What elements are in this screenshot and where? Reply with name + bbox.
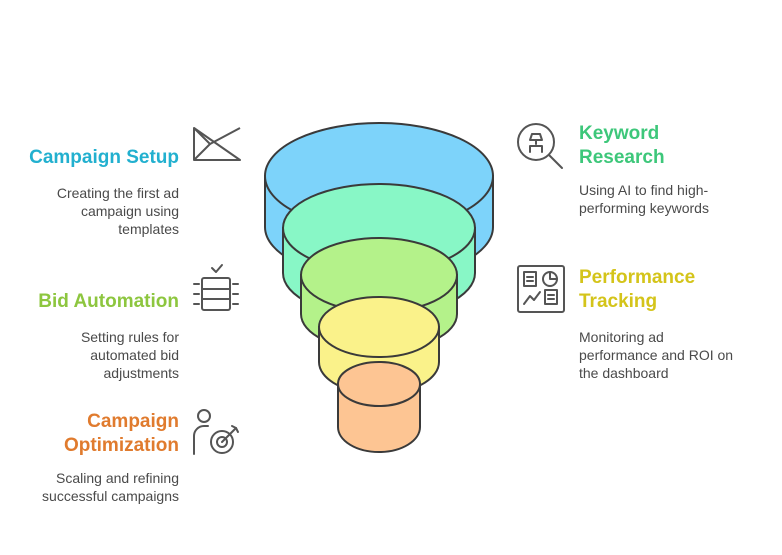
performance-tracking-desc: Monitoring ad performance and ROI on the… <box>579 328 779 382</box>
title-line: Optimization <box>63 435 179 456</box>
campaign-optimization-desc: Scaling and refining successful campaign… <box>0 469 179 505</box>
keyword-research-title: Keyword Research <box>579 122 779 170</box>
desc-line: Scaling and refining <box>56 470 179 486</box>
desc-line: Monitoring ad <box>579 329 664 345</box>
desc-line: templates <box>118 221 179 237</box>
desc-line: adjustments <box>103 365 179 381</box>
desc-line: successful campaigns <box>42 488 179 504</box>
desc-line: Setting rules for <box>80 329 179 345</box>
title-line: Keyword <box>579 123 660 144</box>
performance-tracking-title: Performance Tracking <box>579 266 779 314</box>
funnel-layer-5 <box>337 361 421 453</box>
campaign-setup-desc: Creating the first ad campaign using tem… <box>0 184 179 238</box>
desc-line: performance and ROI on <box>579 347 734 363</box>
bid-automation-title: Bid Automation <box>38 291 179 312</box>
title-line: Research <box>579 147 665 168</box>
dashboard-icon <box>517 265 565 313</box>
title-line: Campaign <box>87 411 179 432</box>
ai-search-icon <box>517 123 563 169</box>
campaign-optimization-title: Campaign Optimization <box>0 410 179 458</box>
person-target-icon <box>193 409 239 455</box>
keyword-research-desc: Using AI to find high- performing keywor… <box>579 181 779 217</box>
desc-line: the dashboard <box>579 365 669 381</box>
title-line: Performance <box>579 267 696 288</box>
desc-line: Creating the first ad <box>56 185 179 201</box>
desc-line: performing keywords <box>579 200 709 216</box>
bid-automation-desc: Setting rules for automated bid adjustme… <box>0 328 179 382</box>
title-line: Tracking <box>579 291 658 312</box>
desc-line: Using AI to find high- <box>579 182 709 198</box>
desc-line: automated bid <box>90 347 179 363</box>
campaign-setup-title: Campaign Setup <box>29 147 179 168</box>
desc-line: campaign using <box>80 203 179 219</box>
database-check-icon <box>193 264 239 311</box>
paper-plane-icon <box>193 127 241 161</box>
